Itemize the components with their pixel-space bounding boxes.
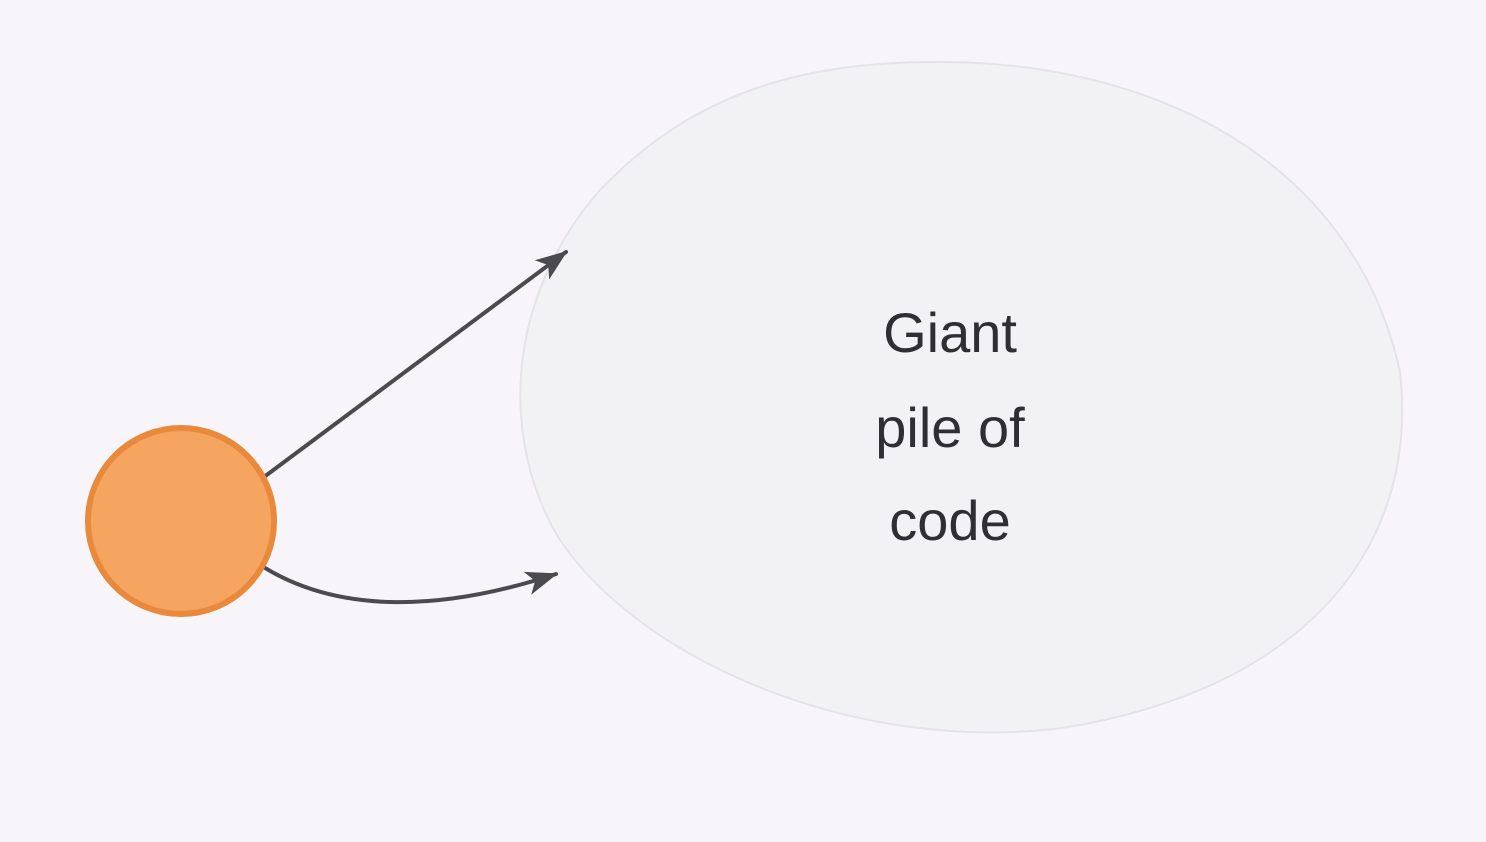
blob-label-line-3: code bbox=[889, 489, 1010, 552]
blob-label-line-2: pile of bbox=[875, 396, 1025, 459]
giant-pile-of-code-blob bbox=[519, 60, 1404, 734]
arrow-straight bbox=[258, 250, 568, 482]
blob-label-line-1: Giant bbox=[883, 301, 1017, 364]
arrow-curved bbox=[248, 556, 558, 605]
blob-label: Giant pile of code bbox=[875, 301, 1025, 552]
orange-node bbox=[85, 425, 277, 617]
